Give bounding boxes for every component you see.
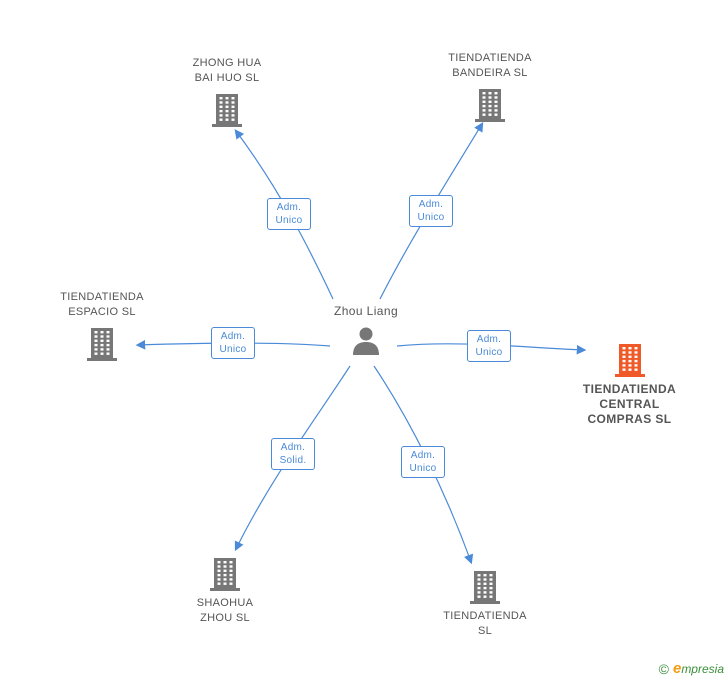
brand-name: mpresia — [681, 662, 724, 676]
company-node-espacio[interactable]: TIENDATIENDA ESPACIO SL — [42, 290, 162, 362]
company-node-bandeira[interactable]: TIENDATIENDA BANDEIRA SL — [430, 51, 550, 123]
role-line-1: Adm. — [280, 442, 306, 453]
company-node-tiendatienda[interactable]: TIENDATIENDA SL — [425, 569, 545, 639]
person-icon — [353, 327, 379, 355]
company-node-shaohua[interactable]: SHAOHUA ZHOU SL — [175, 556, 275, 626]
building-icon — [210, 558, 240, 591]
company-label: TIENDATIENDA CENTRAL COMPRAS SL — [582, 382, 677, 426]
company-node-zhong-hua[interactable]: ZHONG HUA BAI HUO SL — [177, 56, 277, 128]
role-line-1: Adm. — [276, 202, 302, 213]
role-badge-espacio[interactable]: Adm. Unico — [211, 327, 255, 359]
footer-brand: © empresia — [659, 660, 724, 677]
role-line-1: Adm. — [220, 331, 246, 342]
role-line-1: Adm. — [410, 450, 436, 461]
copyright-symbol: © — [658, 660, 669, 677]
company-label: SHAOHUA ZHOU SL — [196, 597, 254, 624]
brand-logo-initial: e — [672, 660, 682, 677]
role-line-2: Unico — [275, 215, 303, 226]
role-line-2: Solid. — [279, 455, 307, 466]
role-badge-shaohua[interactable]: Adm. Solid. — [271, 438, 315, 470]
company-label: TIENDATIENDA ESPACIO SL — [60, 291, 144, 318]
company-label: ZHONG HUA BAI HUO SL — [192, 57, 262, 84]
role-badge-central-compras[interactable]: Adm. Unico — [467, 330, 511, 362]
role-badge-zhong-hua[interactable]: Adm. Unico — [267, 198, 311, 230]
company-label: TIENDATIENDA BANDEIRA SL — [448, 52, 532, 79]
company-node-central-compras[interactable]: TIENDATIENDA CENTRAL COMPRAS SL — [572, 342, 687, 427]
building-icon — [614, 344, 645, 377]
building-icon — [475, 89, 505, 122]
role-line-2: Unico — [219, 344, 247, 355]
person-name: Zhou Liang — [333, 304, 399, 318]
center-person[interactable]: Zhou Liang — [316, 304, 416, 356]
role-line-2: Unico — [417, 212, 445, 223]
company-label: TIENDATIENDA SL — [443, 610, 527, 637]
building-icon — [212, 94, 242, 127]
role-line-1: Adm. — [476, 334, 502, 345]
role-line-2: Unico — [475, 347, 503, 358]
role-line-1: Adm. — [418, 199, 444, 210]
role-line-2: Unico — [409, 463, 437, 474]
building-icon — [470, 571, 500, 604]
building-icon — [87, 328, 117, 361]
role-badge-tiendatienda[interactable]: Adm. Unico — [401, 446, 445, 478]
role-badge-bandeira[interactable]: Adm. Unico — [409, 195, 453, 227]
